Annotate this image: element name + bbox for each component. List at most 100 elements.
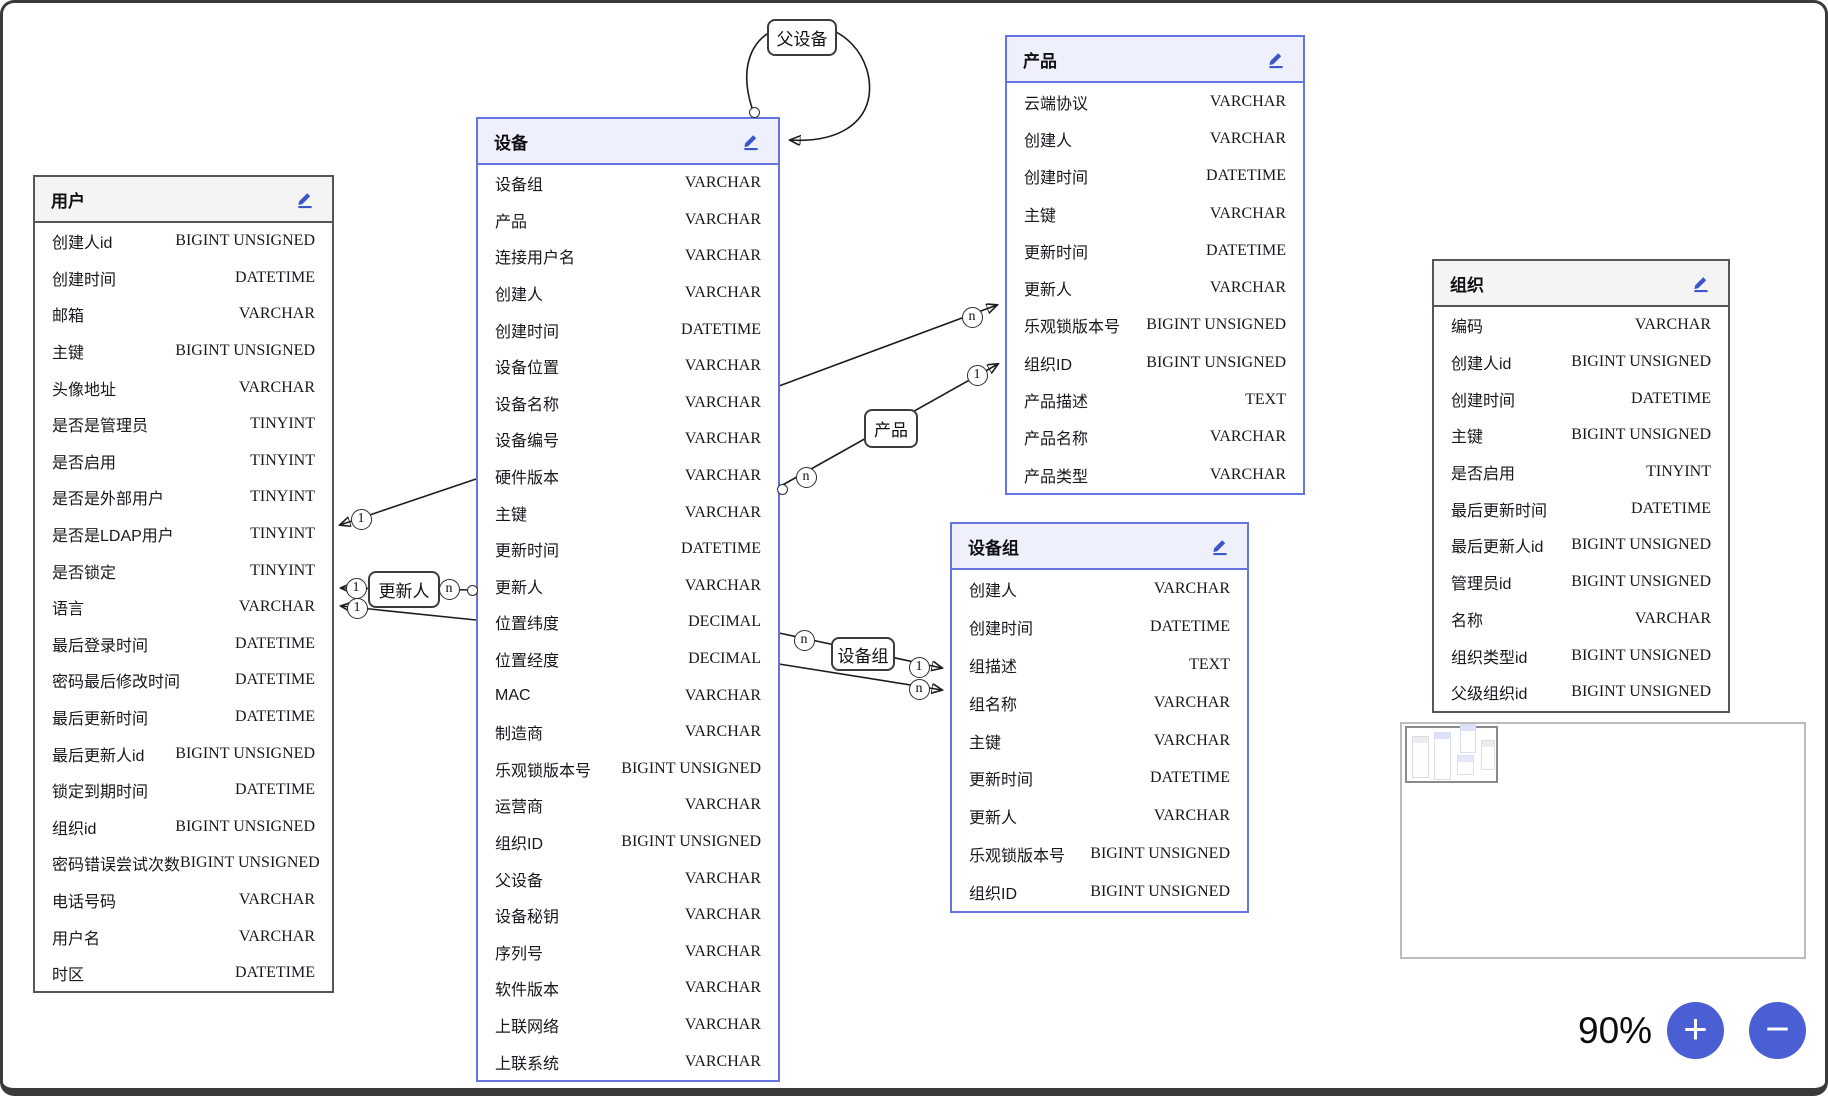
field-type: VARCHAR	[684, 1015, 761, 1033]
field-type: BIGINT UNSIGNED	[1571, 646, 1711, 664]
edge-device-self-loop[interactable]	[745, 23, 871, 140]
zoom-in-button[interactable]: +	[1667, 1002, 1724, 1059]
field-type: DATETIME	[235, 671, 315, 689]
minimap[interactable]	[1400, 722, 1806, 959]
edit-button[interactable]	[1265, 48, 1287, 70]
field-type: BIGINT UNSIGNED	[175, 817, 315, 835]
field-name: 上联网络	[495, 1018, 560, 1036]
field-row: 序列号 VARCHAR	[478, 933, 778, 970]
field-type: BIGINT UNSIGNED	[1571, 353, 1711, 371]
edge-device-product-top[interactable]	[778, 305, 997, 387]
entity-header[interactable]: 设备组	[952, 524, 1247, 570]
field-name: 创建人id	[1451, 356, 1512, 374]
field-name: 组织类型id	[1451, 649, 1528, 667]
edge-label-product[interactable]: 产品	[864, 409, 918, 448]
field-name: 组描述	[969, 658, 1018, 676]
field-type: TEXT	[1189, 655, 1230, 673]
edge-label-device-group[interactable]: 设备组	[831, 637, 895, 671]
field-type: VARCHAR	[684, 247, 761, 265]
field-type: VARCHAR	[1209, 279, 1286, 297]
field-name: 主键	[495, 506, 528, 524]
entity-header[interactable]: 组织	[1434, 261, 1728, 307]
field-name: 头像地址	[52, 381, 117, 399]
edit-button[interactable]	[294, 188, 316, 210]
minimap-table	[1481, 740, 1495, 770]
field-type: VARCHAR	[238, 305, 315, 323]
field-type: TINYINT	[250, 415, 315, 433]
field-name: 云端协议	[1024, 95, 1089, 113]
field-name: 更新人	[1024, 282, 1073, 300]
field-name: 最后登录时间	[52, 637, 149, 655]
field-type: TINYINT	[1646, 463, 1711, 481]
field-name: 管理员id	[1451, 576, 1512, 594]
field-name: 序列号	[495, 945, 544, 963]
minimap-viewport[interactable]	[1405, 724, 1498, 783]
field-type: VARCHAR	[1209, 92, 1286, 110]
field-type: BIGINT UNSIGNED	[621, 832, 761, 850]
field-name: 最后更新人id	[52, 747, 145, 765]
field-type: VARCHAR	[1153, 693, 1230, 711]
edge-label-updater[interactable]: 更新人	[368, 571, 440, 608]
field-name: 是否是外部用户	[52, 491, 165, 509]
field-name: 是否启用	[52, 454, 117, 472]
field-name: 制造商	[495, 726, 544, 744]
edit-button[interactable]	[1690, 272, 1712, 294]
edit-button[interactable]	[1209, 535, 1231, 557]
edge-anchor-dot	[776, 483, 788, 495]
entity-title: 设备	[494, 133, 528, 153]
field-type: BIGINT UNSIGNED	[1571, 426, 1711, 444]
entity-title: 组织	[1450, 275, 1484, 295]
field-name: 设备秘钥	[495, 909, 560, 927]
field-name: 是否启用	[1451, 466, 1516, 484]
field-name: 是否锁定	[52, 564, 117, 582]
field-type: VARCHAR	[1209, 465, 1286, 483]
field-name: 创建时间	[1024, 170, 1089, 188]
field-name: 主键	[1024, 207, 1057, 225]
edit-button[interactable]	[740, 130, 762, 152]
zoom-out-button[interactable]: −	[1749, 1002, 1806, 1059]
field-row: 是否启用 TINYINT	[1434, 454, 1728, 491]
field-name: 创建人id	[52, 235, 113, 253]
entity-header[interactable]: 产品	[1007, 37, 1303, 83]
entity-title: 用户	[51, 191, 85, 211]
field-type: VARCHAR	[1153, 579, 1230, 597]
edge-label-parent-device[interactable]: 父设备	[767, 19, 837, 56]
field-type: TEXT	[1245, 391, 1286, 409]
field-type: VARCHAR	[1209, 129, 1286, 147]
field-type: VARCHAR	[684, 942, 761, 960]
field-name: 更新时间	[495, 543, 560, 561]
entity-header[interactable]: 设备	[478, 119, 778, 165]
entity-header[interactable]: 用户	[35, 177, 332, 223]
field-type: BIGINT UNSIGNED	[621, 759, 761, 777]
field-name: 用户名	[52, 930, 101, 948]
field-name: 父级组织id	[1451, 686, 1528, 704]
